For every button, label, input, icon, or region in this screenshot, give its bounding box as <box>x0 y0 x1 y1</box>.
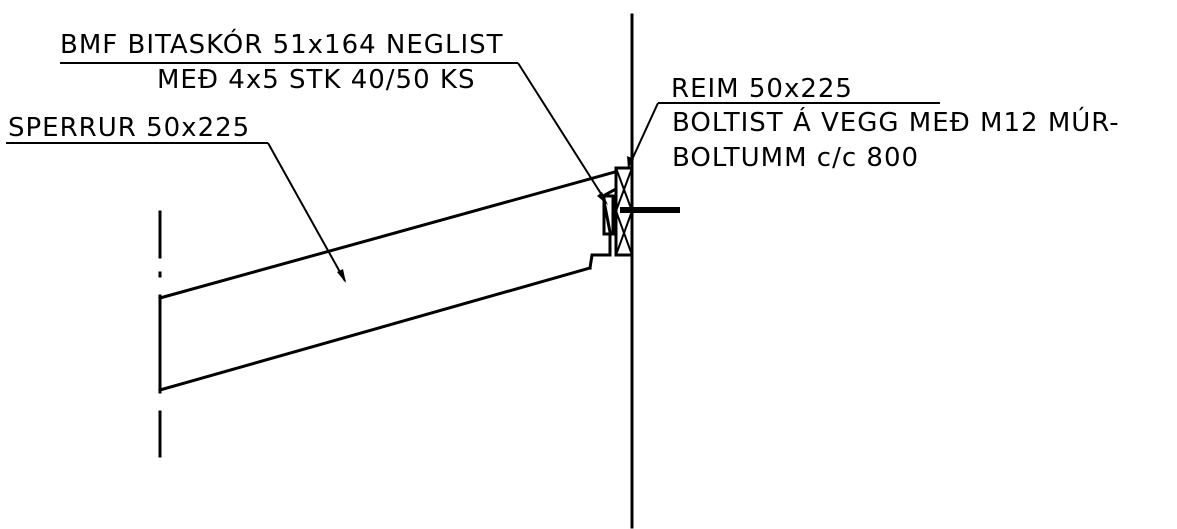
joist-hanger <box>602 194 615 236</box>
ledger-cross-2 <box>615 167 633 212</box>
reim-label-line2: BOLTIST Á VEGG MEÐ M12 MÚR- <box>672 106 1120 138</box>
rafter-top-edge <box>158 170 617 300</box>
sperrur-leader-arrow <box>337 269 346 283</box>
bitaskor-label-line2: MEÐ 4x5 STK 40/50 KS <box>157 65 475 95</box>
reim-leader-line <box>629 102 659 165</box>
bitaskor-leader-line <box>517 62 606 201</box>
rafter-end-notch <box>588 187 617 270</box>
sperrur-leader-line <box>267 142 346 282</box>
rafter-bottom-edge <box>158 266 592 392</box>
sperrur-label: SPERRUR 50x225 <box>8 113 250 143</box>
anchor-bolt <box>620 207 680 213</box>
reim-leader-arrow <box>627 156 634 169</box>
bitaskor-leader-arrow <box>597 192 608 205</box>
reim-label-line3: BOLTUMM c/c 800 <box>672 143 919 173</box>
reim-label-line1: REIM 50x225 <box>671 74 853 104</box>
bitaskor-label-line1: BMF BITASKÓR 51x164 NEGLIST <box>60 28 504 60</box>
ledger-cross-4 <box>615 210 633 256</box>
